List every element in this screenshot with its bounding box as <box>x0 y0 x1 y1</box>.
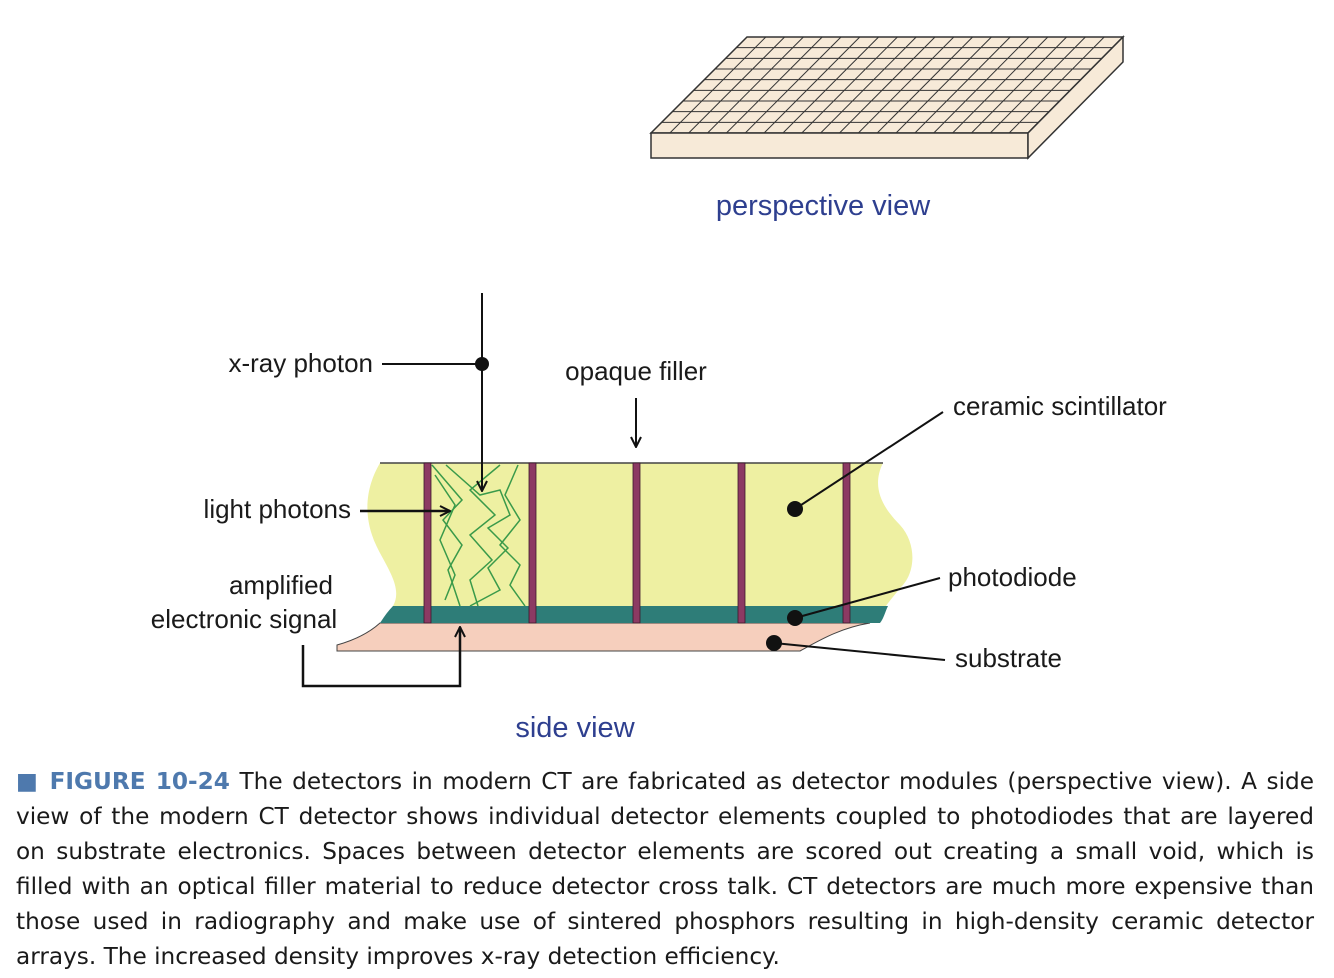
detector-diagram: perspective view x-ray photon opaque fil… <box>151 35 1167 744</box>
light-photon-path-5 <box>434 474 456 601</box>
grid-column-line <box>952 36 1049 134</box>
grid-column-line <box>782 36 879 134</box>
grid-column-line <box>933 36 1030 134</box>
grid-column-line <box>688 36 785 134</box>
grid-column-line <box>820 36 917 134</box>
opaque-filler-septum <box>528 462 537 624</box>
light-photon-paths <box>431 464 526 607</box>
substrate-dot <box>766 635 782 651</box>
photodiode-leader <box>794 577 941 619</box>
amplified-signal-arrow <box>301 627 460 688</box>
detector-element-grid <box>661 36 1113 134</box>
grid-column-line <box>669 36 767 134</box>
ceramic-scintillator-dot <box>787 501 803 517</box>
light-photon-path-3 <box>468 464 501 607</box>
grid-column-line <box>895 36 992 134</box>
opaque-filler-septum <box>423 462 432 624</box>
light-photon-path-4 <box>498 464 526 607</box>
grid-column-line <box>876 36 973 134</box>
detector-side-view <box>336 462 913 652</box>
caption-text: The detectors in modern CT are fabricate… <box>16 768 1314 970</box>
substrate-layer <box>336 622 871 652</box>
grid-column-line <box>989 36 1086 134</box>
light-photon-path-1 <box>431 464 464 607</box>
grid-column-line <box>744 36 842 134</box>
substrate-leader <box>773 642 946 661</box>
grid-column-line <box>839 36 936 134</box>
grid-column-line <box>763 36 861 134</box>
xray-photon-dot <box>475 357 489 371</box>
light-photon-path-2 <box>445 464 511 607</box>
photodiode-dot <box>787 610 803 626</box>
grid-column-line <box>914 36 1011 134</box>
substrate-label: substrate <box>955 643 1062 673</box>
amplified-signal-label-line1: amplified <box>229 570 333 600</box>
figure-number: FIGURE 10-24 <box>49 768 230 795</box>
light-photons-label: light photons <box>204 494 351 524</box>
grid-column-line <box>971 36 1067 134</box>
opaque-filler-septa <box>423 462 851 624</box>
opaque-filler-septum <box>842 462 851 624</box>
grid-column-line <box>707 36 804 134</box>
opaque-filler-septum <box>737 462 746 624</box>
caption-marker: ■ <box>16 768 41 795</box>
grid-column-line <box>801 36 898 134</box>
ceramic-scintillator-leader <box>794 411 944 510</box>
xray-photon-label: x-ray photon <box>228 348 373 378</box>
photodiode-label: photodiode <box>948 562 1077 592</box>
detector-module-perspective <box>649 35 1125 160</box>
module-front-face <box>650 132 1029 159</box>
grid-column-line <box>1008 36 1105 134</box>
opaque-filler-label: opaque filler <box>565 356 707 386</box>
opaque-filler-septum <box>632 462 641 624</box>
ceramic-scintillator-label: ceramic scintillator <box>953 391 1167 421</box>
grid-column-line <box>726 36 823 134</box>
perspective-view-label: perspective view <box>716 190 931 222</box>
figure-caption: ■ FIGURE 10-24 The detectors in modern C… <box>16 764 1314 974</box>
side-view-label: side view <box>515 712 635 744</box>
grid-column-line <box>857 36 955 134</box>
amplified-signal-label-line2: electronic signal <box>151 604 337 634</box>
